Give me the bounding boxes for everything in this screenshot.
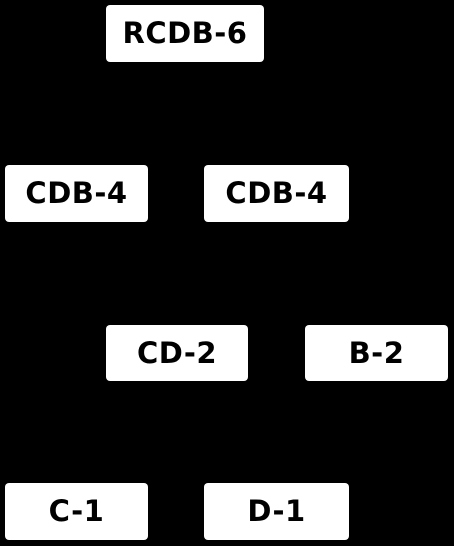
node-c-1: C-1: [5, 483, 148, 540]
node-label: D-1: [247, 494, 306, 528]
node-label: CDB-4: [25, 176, 128, 210]
node-label: B-2: [348, 335, 405, 370]
node-d-1: D-1: [204, 483, 349, 540]
node-cdb-4-left: CDB-4: [5, 165, 148, 222]
node-b-2: B-2: [305, 325, 448, 381]
node-cdb-4-right: CDB-4: [204, 165, 349, 222]
node-label: CDB-4: [225, 176, 328, 210]
node-label: RCDB-6: [122, 16, 248, 50]
node-label: C-1: [48, 494, 105, 528]
node-rcdb-6: RCDB-6: [106, 5, 264, 62]
node-cd-2: CD-2: [106, 325, 248, 381]
node-label: CD-2: [136, 335, 218, 370]
